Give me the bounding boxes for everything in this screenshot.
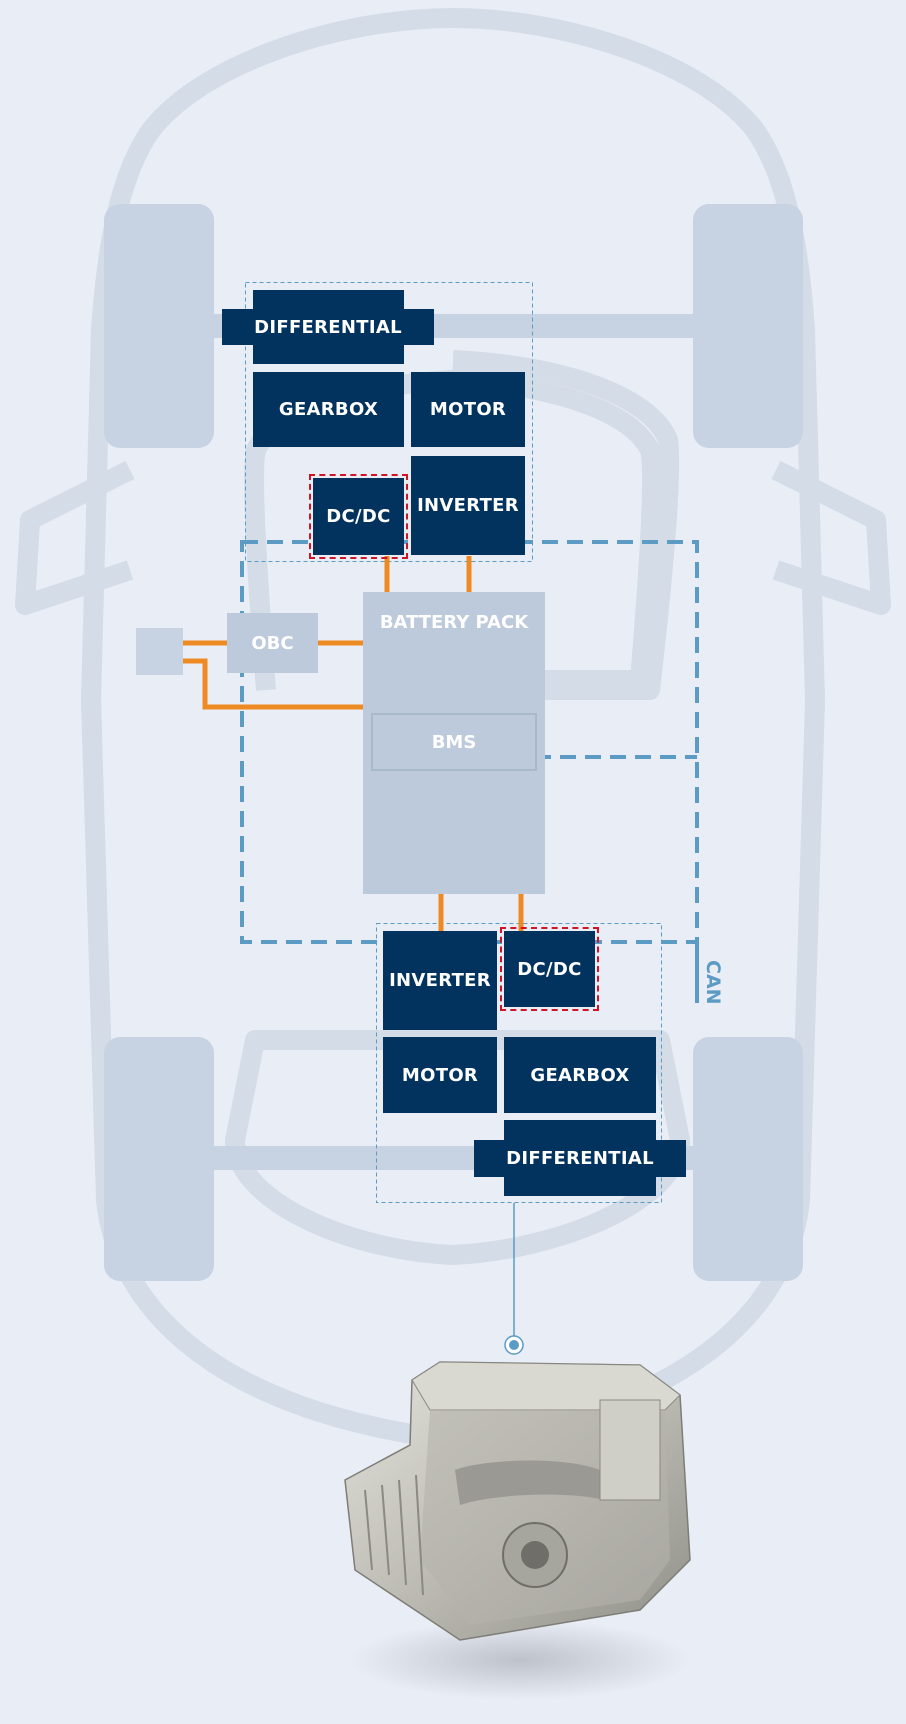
wheel-rear-left (104, 1037, 214, 1281)
bms-box: BMS (371, 713, 537, 771)
wheel-front-left (104, 204, 214, 448)
battery-pack-label: BATTERY PACK (379, 612, 529, 633)
rear-differential-label: DIFFERENTIAL (506, 1148, 654, 1169)
front-dcdc-label: DC/DC (326, 506, 391, 527)
wheel-rear-right (693, 1037, 803, 1281)
front-dcdc: DC/DC (313, 478, 404, 555)
rear-differential-band: DIFFERENTIAL (474, 1140, 686, 1177)
rear-dcdc-label: DC/DC (517, 958, 582, 980)
photo-marker-dot (509, 1340, 519, 1350)
bms-label: BMS (431, 731, 477, 753)
obc-box: OBC (227, 613, 318, 673)
rear-gearbox-label: GEARBOX (530, 1064, 630, 1086)
rear-dcdc: DC/DC (504, 931, 595, 1007)
rear-inverter-label: INVERTER (389, 970, 491, 991)
front-motor-label: MOTOR (429, 399, 507, 420)
hv-wiring (183, 556, 524, 931)
wheel-front-right (693, 204, 803, 448)
can-label: CAN (702, 960, 724, 1005)
front-gearbox-label: GEARBOX (278, 399, 379, 420)
battery-pack: BATTERY PACK (363, 592, 545, 894)
front-motor: MOTOR (411, 372, 525, 447)
front-inverter: INVERTER (411, 456, 525, 555)
obc-label: OBC (251, 632, 294, 654)
rear-inverter: INVERTER (383, 931, 497, 1030)
front-inverter-label: INVERTER (417, 495, 519, 516)
rear-gearbox: GEARBOX (504, 1037, 656, 1113)
rear-motor: MOTOR (383, 1037, 497, 1113)
rear-dcdc-highlight (500, 927, 599, 1011)
front-differential-label: DIFFERENTIAL (254, 316, 402, 338)
edrive-unit-photo-icon (344, 1361, 691, 1700)
front-differential-band: DIFFERENTIAL (222, 309, 434, 345)
front-dcdc-highlight (309, 474, 408, 559)
charging-port-icon (136, 628, 183, 675)
front-gearbox: GEARBOX (253, 372, 404, 447)
rear-motor-label: MOTOR (401, 1064, 479, 1086)
